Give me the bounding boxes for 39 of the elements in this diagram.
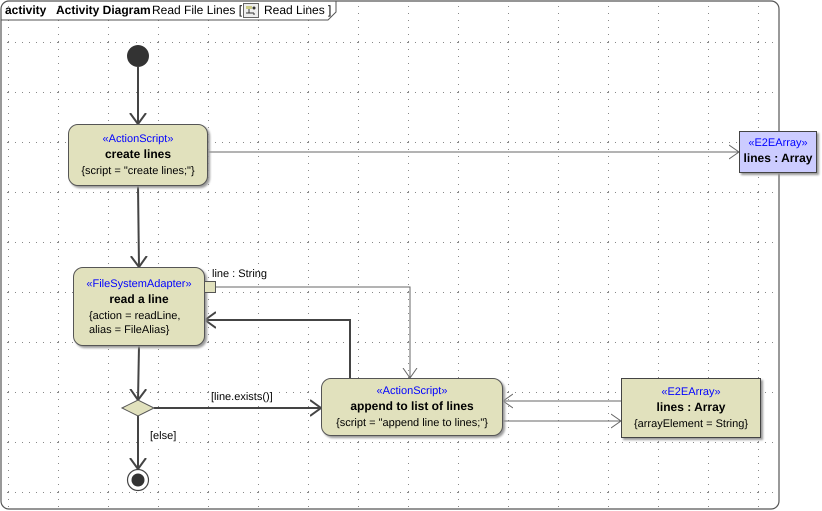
arrow <box>208 144 740 160</box>
guard-label: [line.exists()] <box>210 391 274 404</box>
node-title: lines : Array <box>744 151 812 165</box>
object-box <box>621 378 761 438</box>
node-property: {arrayElement = String} <box>634 417 748 431</box>
node-property: {action = readLine, alias = FileAlias} <box>89 308 182 336</box>
final-node <box>127 469 149 491</box>
frame-title: Read Lines ] <box>264 3 332 17</box>
action-box <box>68 124 208 186</box>
arrow <box>216 286 418 378</box>
action-box <box>321 378 503 436</box>
pin-label: line : String <box>212 267 268 281</box>
arrow <box>130 186 148 268</box>
arrow <box>129 416 147 470</box>
decision-diamond <box>122 400 154 416</box>
node-title: read a line <box>109 292 169 306</box>
arrow <box>204 311 351 378</box>
stereotype-text: «ActionScript» <box>376 384 448 398</box>
frame-title: activity <box>5 3 46 17</box>
arrow <box>129 346 148 401</box>
node-title: lines : Array <box>656 400 726 414</box>
stereotype-text: «FileSystemAdapter» <box>86 276 192 290</box>
stereotype-text: «ActionScript» <box>102 132 174 146</box>
arrow <box>129 67 147 125</box>
node-property: {script = "append line to lines;"} <box>336 416 488 430</box>
node-title: create lines <box>104 147 172 161</box>
action-box <box>73 267 205 346</box>
node-property: {script = "create lines;"} <box>81 164 195 178</box>
arrow <box>502 414 622 428</box>
arrow <box>502 394 622 408</box>
stereotype-text: «E2EArray» <box>748 136 808 150</box>
guard-label: [else] <box>149 430 178 443</box>
stereotype-text: «E2EArray» <box>661 385 721 399</box>
frame-title: Activity Diagram <box>56 3 151 17</box>
arrow <box>154 399 322 417</box>
object-box <box>739 131 817 173</box>
node-title: append to list of lines <box>350 399 474 413</box>
initial-node <box>127 45 149 67</box>
frame-title: Read File Lines [ <box>152 3 242 17</box>
